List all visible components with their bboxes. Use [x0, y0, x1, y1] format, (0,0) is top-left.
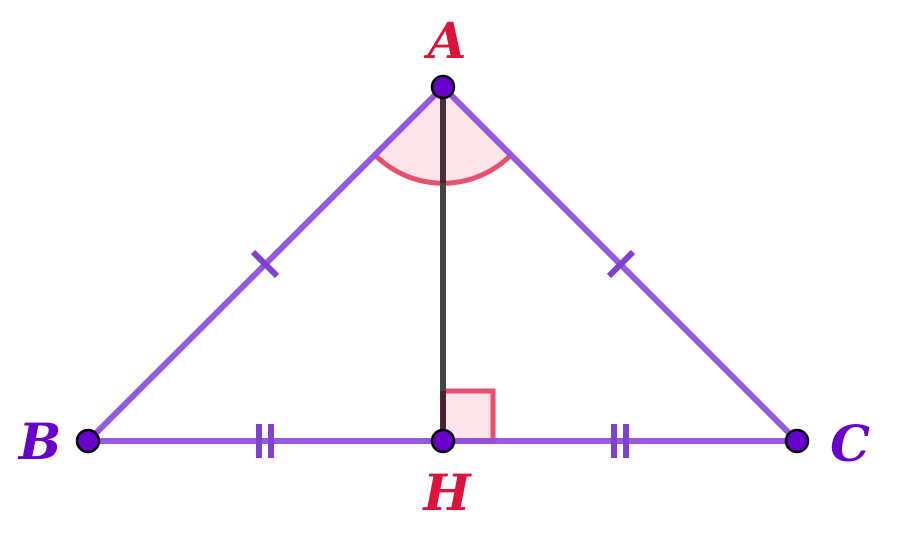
- tick-ac: [606, 249, 636, 279]
- point-a: [430, 74, 456, 100]
- point-b: [75, 428, 101, 454]
- label-a: A: [424, 11, 467, 70]
- point-h: [430, 428, 456, 454]
- label-b: B: [17, 412, 61, 471]
- point-c: [784, 428, 810, 454]
- tick-ab: [250, 249, 280, 279]
- label-h: H: [421, 463, 472, 522]
- label-c: C: [830, 414, 870, 473]
